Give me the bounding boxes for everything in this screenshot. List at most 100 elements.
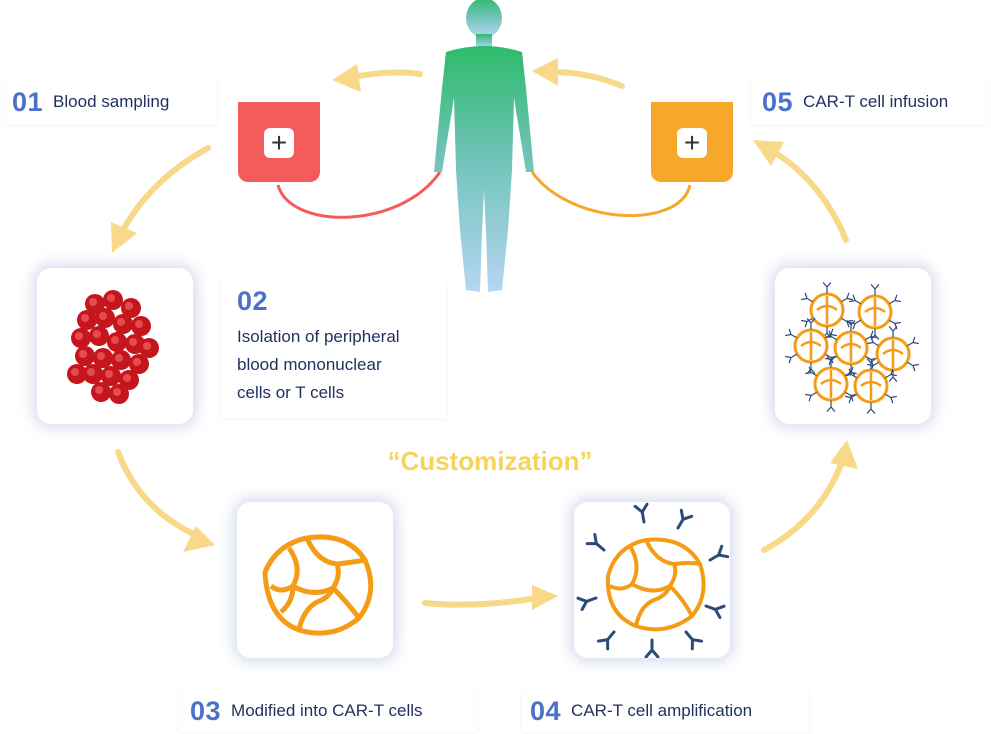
- human-body-icon: [434, 0, 534, 292]
- step-05-label: 05 CAR-T cell infusion: [752, 80, 988, 124]
- red-blood-cell: [111, 350, 131, 370]
- antibody-icon: [684, 630, 704, 651]
- step-text-line: cells or T cells: [237, 383, 345, 402]
- red-blood-cell: [71, 328, 91, 348]
- step-04-label: 04 CAR-T cell amplification: [522, 690, 808, 732]
- red-blood-cell: [85, 294, 105, 314]
- antibody-icon: [805, 391, 817, 402]
- card-car-t-population: [775, 268, 931, 424]
- red-blood-cell: [75, 346, 95, 366]
- antibody-icon: [826, 400, 836, 412]
- red-blood-cell: [101, 366, 121, 386]
- antibody-icon: [866, 402, 876, 414]
- step-text: Blood sampling: [53, 92, 170, 111]
- curved-arrow-icon: [349, 69, 423, 80]
- card-car-t-cell: [574, 502, 730, 658]
- curved-arrow-icon: [119, 145, 211, 235]
- antibody-icon: [644, 638, 660, 658]
- step-number: 02: [237, 286, 269, 316]
- antibody-icon: [633, 502, 649, 524]
- antibody-icon: [822, 282, 832, 294]
- antibody-icon: [806, 318, 816, 330]
- red-blood-cell: [91, 382, 111, 402]
- step-text: CAR-T cell infusion: [803, 92, 949, 111]
- draw-tube: [276, 171, 442, 219]
- car-t-cell-icon: [576, 502, 730, 658]
- step-text-line: Isolation of peripheral: [237, 327, 400, 346]
- red-blood-cell: [93, 348, 113, 368]
- antibody-icon: [849, 294, 861, 305]
- antibody-icon: [845, 368, 857, 379]
- antibody-icon: [708, 544, 730, 562]
- step-text-line: blood mononuclear: [237, 355, 382, 374]
- red-blood-cell: [77, 310, 97, 330]
- antibody-icon: [826, 356, 836, 368]
- car-t-cell-icon: [825, 320, 877, 376]
- antibody-icon: [885, 368, 897, 379]
- red-blood-cells-icon: [67, 290, 159, 404]
- blood-bag-icon: +: [238, 102, 320, 182]
- antibody-icon: [888, 370, 898, 382]
- antibody-icon: [585, 532, 606, 552]
- curved-arrow-icon: [761, 459, 845, 553]
- antibody-icon: [907, 336, 919, 347]
- t-cell-cluster-icon: [262, 534, 374, 636]
- antibody-icon: [825, 330, 837, 341]
- red-blood-cell: [113, 314, 133, 334]
- antibody-icon: [889, 294, 901, 305]
- arrow-head: [332, 64, 361, 92]
- red-blood-cell: [121, 298, 141, 318]
- red-blood-cell: [131, 316, 151, 336]
- antibody-icon: [676, 508, 694, 530]
- antibody-icon: [801, 317, 813, 328]
- red-blood-cell: [95, 308, 115, 328]
- antibody-icon: [867, 336, 879, 347]
- red-blood-cell: [119, 370, 139, 390]
- red-blood-cell: [103, 290, 123, 310]
- car-t-cell-icon: [845, 358, 897, 414]
- curved-arrow-icon: [115, 449, 201, 539]
- red-blood-cell: [107, 332, 127, 352]
- step-01-label: 01 Blood sampling: [4, 80, 216, 124]
- red-blood-cell: [89, 326, 109, 346]
- antibody-icon: [704, 604, 726, 619]
- red-blood-cell: [129, 354, 149, 374]
- antibody-icon: [846, 320, 856, 332]
- antibody-icon: [785, 353, 797, 364]
- customization-label: “Customization”: [387, 446, 593, 476]
- step-number: 05: [762, 86, 794, 117]
- step-number: 03: [190, 695, 222, 726]
- antibody-icon: [907, 361, 919, 372]
- antibody-icon: [888, 326, 898, 338]
- antibody-icon: [841, 292, 853, 303]
- arrow-head: [111, 222, 137, 253]
- antibody-icon: [785, 328, 797, 339]
- step-number: 04: [530, 695, 562, 726]
- plus-icon: +: [677, 128, 707, 158]
- curved-arrow-icon: [549, 69, 625, 89]
- red-blood-cell: [67, 364, 87, 384]
- curved-arrow-icon: [422, 595, 541, 608]
- car-t-cell-icon: [849, 284, 901, 340]
- arrow-head: [532, 58, 558, 86]
- step-02-label: 02 Isolation of peripheral blood mononuc…: [221, 280, 446, 418]
- infuse-tube: [530, 171, 692, 218]
- arrow-head: [532, 585, 558, 610]
- antibody-icon: [801, 292, 813, 303]
- arrow-head: [753, 140, 784, 166]
- antibody-icon: [596, 630, 616, 651]
- step-number: 01: [12, 86, 44, 117]
- car-t-bag-icon: +: [651, 102, 733, 182]
- antibody-icon: [865, 330, 877, 341]
- red-blood-cell: [109, 384, 129, 404]
- car-t-cell-population-icon: [785, 282, 919, 414]
- step-text: Modified into CAR-T cells: [231, 701, 423, 720]
- plus-icon: +: [264, 128, 294, 158]
- antibody-icon: [805, 366, 817, 377]
- red-blood-cell: [83, 364, 103, 384]
- antibody-icon: [885, 393, 897, 404]
- card-red-blood-cells: [37, 268, 193, 424]
- step-03-label: 03 Modified into CAR-T cells: [180, 690, 476, 732]
